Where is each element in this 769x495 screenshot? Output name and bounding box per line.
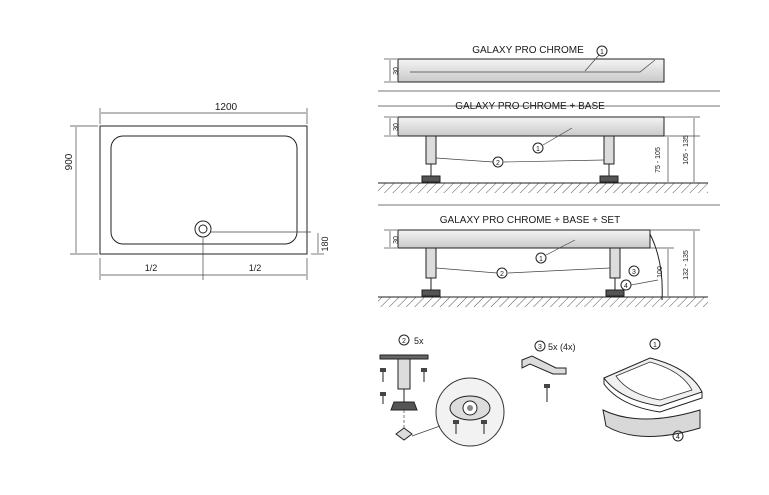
tray-section — [397, 116, 665, 137]
variant-1-section: 30 GALAXY PRO CHROME 1 — [378, 45, 720, 92]
callout-1 — [532, 142, 544, 154]
svg-text:1: 1 — [536, 146, 540, 153]
half-right-dimension: 1/2 — [249, 263, 262, 273]
tray-section — [397, 229, 651, 249]
variant-2-title: GALAXY PRO CHROME + BASE — [455, 101, 605, 112]
screw-icon — [453, 420, 459, 434]
svg-text:1: 1 — [600, 49, 604, 56]
drain-offset-dimension: 180 — [320, 236, 330, 251]
svg-text:4: 4 — [624, 283, 628, 290]
leg-right — [609, 247, 621, 279]
variant-3-section: GALAXY PRO CHROME + BASE + SET 30 2 1 3 … — [378, 204, 720, 307]
thickness-dimension: 30 — [393, 67, 400, 75]
svg-text:2: 2 — [402, 338, 406, 345]
front-panel-icon — [602, 409, 701, 437]
screw-icon — [421, 368, 427, 382]
svg-text:1: 1 — [539, 256, 543, 263]
tray-basin — [110, 135, 298, 245]
svg-text:3: 3 — [538, 344, 542, 351]
leg-left — [425, 247, 437, 279]
parts-legs: 2 5x — [379, 334, 505, 447]
callout-2 — [492, 156, 504, 168]
svg-text:30: 30 — [393, 236, 400, 244]
panel-height-dimension: 100 — [657, 266, 664, 278]
brackets-quantity: 5x (4x) — [548, 342, 576, 352]
svg-text:30: 30 — [393, 123, 400, 131]
leg-icon — [397, 358, 411, 390]
drain-icon — [194, 220, 212, 238]
width-dimension: 1200 — [215, 102, 238, 113]
tray-section — [397, 58, 665, 83]
callout-3 — [534, 340, 546, 352]
legs-quantity: 5x — [414, 336, 424, 346]
leg-left — [425, 135, 437, 165]
total-height-dimension: 132 - 135 — [683, 250, 690, 280]
parts-brackets: 3 5x (4x) — [521, 340, 576, 402]
screw-icon — [380, 368, 386, 382]
depth-dimension: 900 — [64, 153, 75, 170]
front-panel — [649, 233, 663, 301]
screw-icon — [481, 420, 487, 434]
variant-3-title: GALAXY PRO CHROME + BASE + SET — [440, 215, 620, 226]
svg-text:2: 2 — [500, 271, 504, 278]
screw-icon — [544, 384, 550, 402]
callout-4 — [672, 430, 684, 442]
bracket-icon — [521, 355, 567, 375]
svg-text:2: 2 — [496, 160, 500, 167]
callout-2 — [398, 334, 410, 346]
svg-text:4: 4 — [676, 434, 680, 441]
leg-height-dimension: 75 - 105 — [655, 147, 662, 173]
screw-icon — [380, 392, 386, 404]
svg-text:1: 1 — [653, 342, 657, 349]
variant-2-section: GALAXY PRO CHROME + BASE 30 2 1 75 - 105… — [378, 101, 720, 193]
callout-1 — [649, 338, 661, 350]
half-left-dimension: 1/2 — [145, 263, 158, 273]
total-height-dimension: 105 - 135 — [683, 135, 690, 165]
svg-text:3: 3 — [632, 269, 636, 276]
callout-3 — [628, 265, 640, 277]
parts-tray-panel: 1 4 — [602, 338, 703, 442]
variant-1-title: GALAXY PRO CHROME — [472, 45, 584, 56]
plan-view: 1200 900 180 1/2 1/2 — [64, 102, 330, 280]
floor-pad-icon — [395, 427, 413, 441]
callout-1 — [535, 252, 547, 264]
callout-1 — [596, 45, 608, 57]
floor-hatch — [378, 297, 708, 307]
leg-right — [603, 135, 615, 165]
tray-outline — [99, 125, 308, 255]
floor-hatch — [378, 183, 708, 193]
callout-2 — [496, 267, 508, 279]
